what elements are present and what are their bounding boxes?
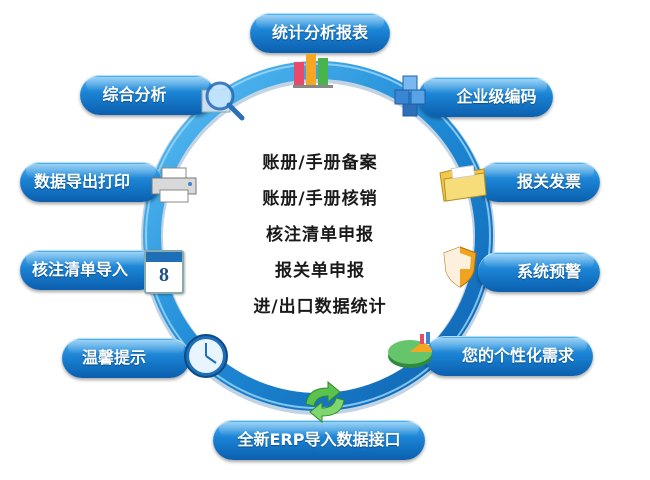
folder-icon — [439, 164, 487, 202]
magnifier-icon — [201, 81, 245, 121]
node-checklist-import[interactable]: 核注清单导入 — [20, 250, 160, 290]
center-item-ledger-filing: 账册/手册备案 — [262, 153, 378, 173]
node-label: 报关发票 — [516, 172, 581, 191]
printer-icon — [151, 167, 197, 203]
node-comprehensive-analysis[interactable]: 综合分析 — [80, 75, 215, 115]
node-warm-tips[interactable]: 温馨提示 — [62, 338, 190, 378]
pie-chart-icon — [388, 332, 432, 368]
blocks-icon — [394, 75, 426, 117]
node-label: 温馨提示 — [81, 348, 146, 367]
center-item-checklist-declare: 核注清单申报 — [266, 225, 374, 245]
center-item-ledger-writeoff: 账册/手册核销 — [262, 189, 378, 209]
node-label: 数据导出打印 — [33, 172, 130, 191]
node-declaration-invoice[interactable]: 报关发票 — [478, 162, 600, 202]
node-label: 综合分析 — [102, 85, 167, 104]
node-erp-import[interactable]: 全新ERP导入数据接口 — [213, 420, 425, 460]
shield-icon — [443, 246, 477, 288]
node-label: 企业级编码 — [456, 87, 537, 106]
calendar-header — [146, 252, 182, 262]
node-label: 统计分析报表 — [271, 23, 368, 42]
center-feature-list: 账册/手册备案 账册/手册核销 核注清单申报 报关单申报 进/出口数据统计 — [200, 145, 440, 325]
calendar-icon: 8 — [144, 250, 184, 294]
node-label: 系统预警 — [516, 262, 581, 281]
node-system-alert[interactable]: 系统预警 — [478, 252, 600, 292]
node-personalized-needs[interactable]: 您的个性化需求 — [425, 336, 593, 376]
node-label: 全新ERP导入数据接口 — [237, 430, 401, 449]
bar-chart-icon — [293, 54, 333, 88]
node-data-export-print[interactable]: 数据导出打印 — [20, 162, 162, 202]
center-item-customs-declare: 报关单申报 — [275, 261, 365, 281]
calendar-day: 8 — [159, 264, 169, 286]
clock-icon — [184, 334, 228, 378]
center-item-io-stats: 进/出口数据统计 — [253, 297, 387, 317]
sync-arrows-icon — [305, 380, 345, 424]
node-enterprise-coding[interactable]: 企业级编码 — [418, 77, 553, 117]
node-label: 您的个性化需求 — [461, 346, 574, 365]
node-statistics-report[interactable]: 统计分析报表 — [250, 13, 390, 53]
node-label: 核注清单导入 — [31, 260, 128, 279]
